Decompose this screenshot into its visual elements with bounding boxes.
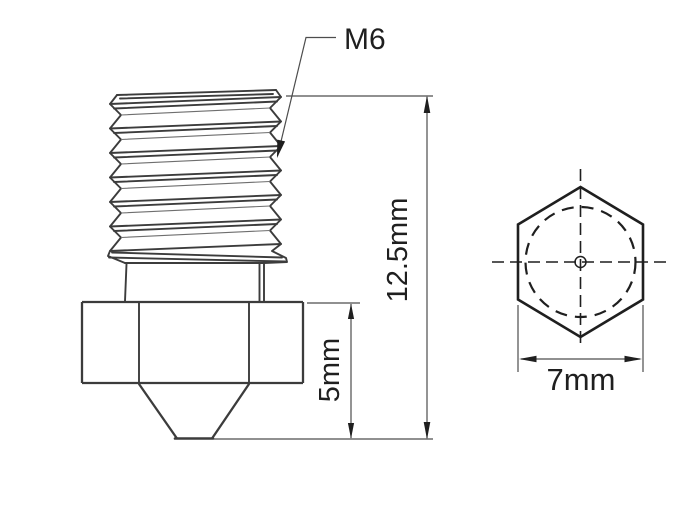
cone-slants (138, 383, 250, 440)
thread-section (107, 89, 288, 264)
arrowhead-left (519, 355, 537, 363)
leader-line (276, 36, 336, 157)
thread-left-silhouette (107, 94, 126, 264)
leader-arrowhead (277, 139, 286, 158)
thread-size-label: M6 (344, 23, 386, 56)
hex-width-label: 7mm (547, 362, 616, 397)
dimension-hex-width: 7mm (517, 305, 644, 397)
arrowhead-down (423, 422, 431, 440)
thread-crest-lines (109, 96, 282, 252)
collar-outline (124, 262, 265, 302)
hex-face-edges (138, 302, 250, 385)
hex-body-front (80, 300, 305, 385)
nozzle-height-label: 5mm (314, 338, 346, 402)
arrowhead-up (347, 303, 355, 319)
end-view (492, 169, 668, 348)
arrowhead-up (423, 95, 431, 113)
thread-top-edge (116, 89, 277, 100)
overall-height-label: 12.5mm (382, 198, 414, 303)
dimension-overall-height: 12.5mm (214, 95, 433, 440)
thread-root-lines (120, 107, 271, 239)
thread-callout: M6 (276, 23, 386, 158)
side-view (80, 89, 305, 440)
arrowhead-right (624, 355, 642, 363)
thread-runout (108, 251, 286, 263)
dimension-nozzle-height: 5mm (307, 302, 360, 439)
collar (124, 262, 265, 302)
arrowhead-down (347, 423, 355, 439)
hex-body-outline (80, 300, 305, 385)
orifice-center-mark (574, 255, 587, 269)
thread-right-silhouette (263, 89, 288, 264)
nozzle-cone (138, 383, 250, 440)
